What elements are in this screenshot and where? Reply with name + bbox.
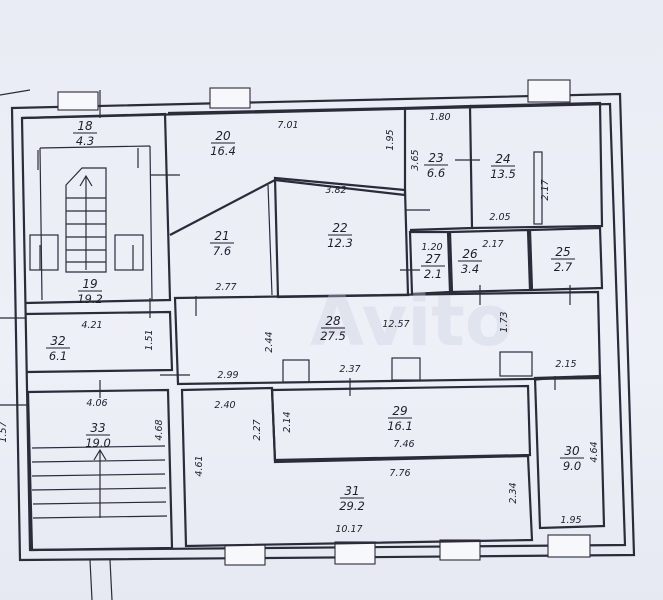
room-number-label: 30 <box>564 444 580 458</box>
room-area-label: 6.1 <box>49 349 67 363</box>
dimension-label: 1.57 <box>0 421 9 442</box>
dimension-label: 2.44 <box>264 331 275 352</box>
room-area-label: 16.1 <box>387 419 413 433</box>
dimension-label: 4.64 <box>589 441 600 462</box>
dimension-label: 2.77 <box>215 282 236 293</box>
room-number-label: 33 <box>90 421 105 435</box>
room-31-walls <box>180 386 534 548</box>
room-32-walls <box>24 310 174 374</box>
room-area-label: 6.6 <box>427 166 445 180</box>
room-number-label: 31 <box>344 484 359 498</box>
dimension-label: 4.68 <box>154 419 165 440</box>
dimension-label: 2.99 <box>217 370 238 381</box>
rooms-25-26-27-walls <box>408 226 604 296</box>
room-area-label: 29.2 <box>339 499 365 513</box>
room-number-label: 25 <box>555 245 570 259</box>
dimension-label: 1.80 <box>429 112 450 123</box>
dimension-label: 2.34 <box>508 482 519 503</box>
room-area-label: 7.6 <box>213 244 231 258</box>
room-area-label: 2.1 <box>424 267 442 281</box>
dimension-label: 2.05 <box>489 212 510 223</box>
room-number-label: 22 <box>332 221 347 235</box>
door-ticks <box>0 90 571 406</box>
room-area-label: 19.0 <box>85 436 111 450</box>
dimension-label: 1.73 <box>499 311 510 332</box>
dimension-label: 2.17 <box>540 179 551 200</box>
pillar <box>391 357 421 381</box>
dimension-label: 2.40 <box>214 400 235 411</box>
room-18-19-walls <box>21 112 172 305</box>
watermark-text: Avito <box>310 280 513 362</box>
room-area-label: 16.4 <box>210 144 236 158</box>
windows-bottom <box>89 534 591 600</box>
dimension-label: 2.17 <box>482 239 503 250</box>
room-number-label: 18 <box>77 119 93 133</box>
sheet-edge-line <box>0 89 31 96</box>
dimension-label: 2.37 <box>339 364 360 375</box>
room-number-label: 20 <box>215 129 231 143</box>
dimension-label: 4.06 <box>86 398 107 409</box>
room-area-label: 13.5 <box>490 167 516 181</box>
dimension-label: 3.82 <box>325 185 346 196</box>
room-number-label: 19 <box>82 277 97 291</box>
dimension-label: 3.65 <box>410 149 421 170</box>
dimension-label: 4.21 <box>81 320 102 331</box>
dimension-label: 2.14 <box>282 411 293 432</box>
dimension-label: 7.01 <box>277 120 298 131</box>
room-area-label: 27.5 <box>320 329 346 343</box>
rooms-23-24-walls <box>404 101 604 232</box>
room-area-label: 3.4 <box>461 262 479 276</box>
pillar <box>499 351 533 377</box>
dimension-label: 1.95 <box>385 129 396 150</box>
room-number-label: 23 <box>428 151 443 165</box>
dimension-label: 7.46 <box>393 439 414 450</box>
dimension-label: 4.61 <box>194 455 205 476</box>
dimension-label: 1.51 <box>144 329 155 350</box>
room-number-label: 28 <box>325 314 341 328</box>
pillar <box>282 359 310 383</box>
dimension-label: 1.95 <box>560 515 581 526</box>
room-area-label: 2.7 <box>554 260 573 274</box>
room-area-label: 12.3 <box>327 236 353 250</box>
room-33-walls <box>26 388 174 552</box>
rooms-20-21-22-walls <box>167 106 410 299</box>
dimension-label: 10.17 <box>335 524 362 535</box>
room-number-label: 29 <box>392 404 407 418</box>
room-number-label: 32 <box>50 334 65 348</box>
room-number-label: 27 <box>425 252 441 266</box>
room-number-label: 21 <box>214 229 229 243</box>
room-number-label: 26 <box>462 247 478 261</box>
dimension-label: 2.15 <box>555 359 576 370</box>
dimension-label: 12.57 <box>382 319 409 330</box>
dimension-label: 2.27 <box>252 419 263 440</box>
dimension-label: 1.20 <box>421 242 442 253</box>
room-area-label: 4.3 <box>76 134 94 148</box>
room-number-label: 24 <box>495 152 510 166</box>
room-area-label: 19.2 <box>77 292 103 306</box>
room-area-label: 9.0 <box>563 459 581 473</box>
dimension-label: 7.76 <box>389 468 410 479</box>
windows-top <box>57 79 571 111</box>
